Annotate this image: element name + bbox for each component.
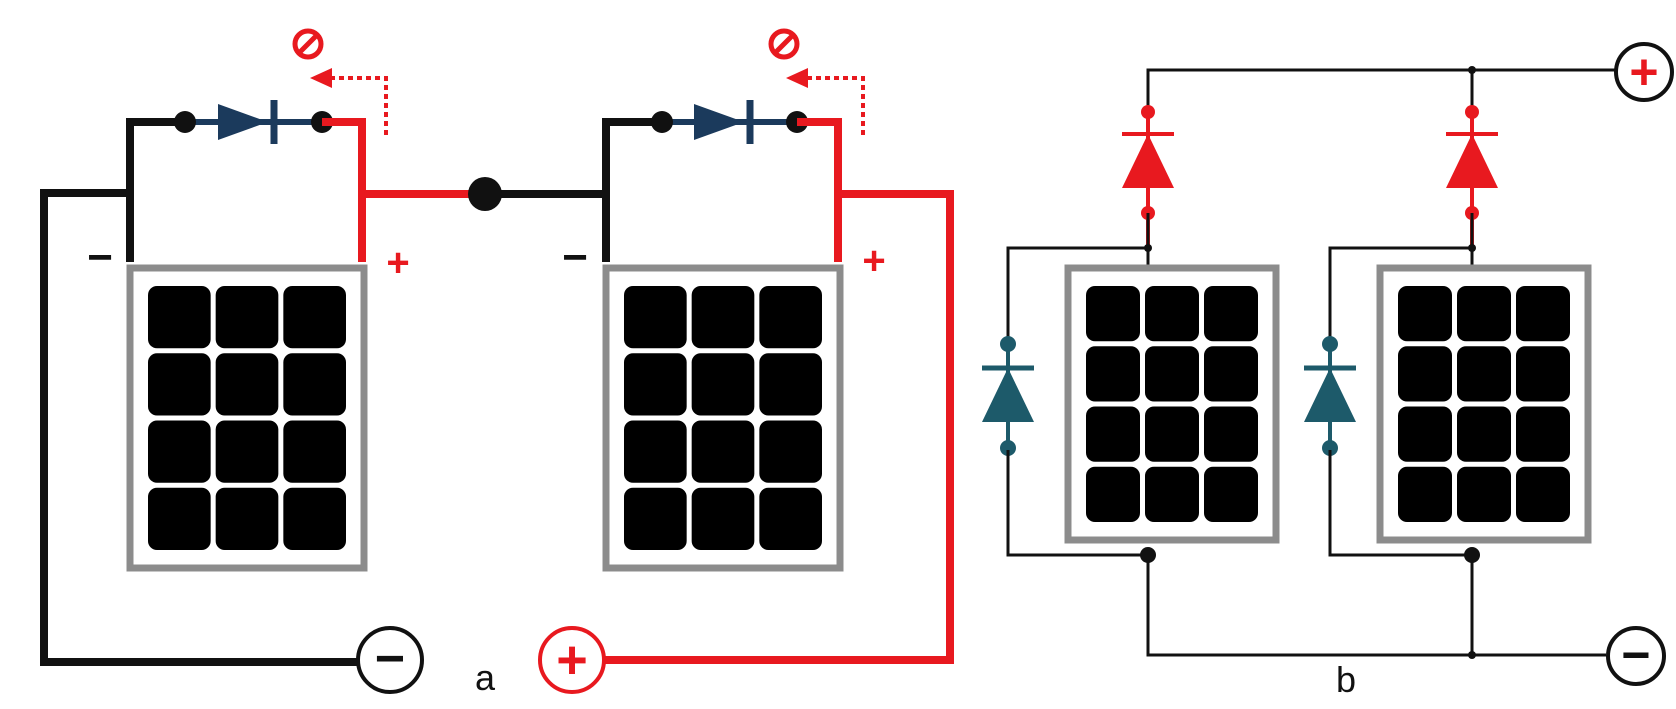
module1-plus-label: + [386,241,409,285]
string2-bypass-diode-icon [1304,336,1356,456]
pv-cell [691,420,755,483]
panel-a: − + − + [40,28,954,698]
pv-cell [215,487,279,550]
string2-bottom-node [1464,547,1480,563]
module2-plus-label: + [862,239,885,283]
pv-cell [759,420,822,483]
pv-cell [1086,346,1140,402]
module1-negative-lead [126,118,185,262]
pv-cell [215,286,279,349]
pv-cell [283,487,346,550]
solar-module-2 [602,264,844,572]
negative-return-wire [40,189,360,666]
string1-series-diode-icon [1122,105,1174,245]
solar-module-4 [1376,264,1592,544]
pv-cell [691,286,755,349]
pv-cell [1457,286,1511,342]
panel-b-label: b [1336,659,1356,700]
negative-bus-wire [1146,555,1606,657]
module2-blocking-diode-icon [694,100,754,144]
pv-cell [1398,286,1452,342]
negative-terminal-a-symbol: − [375,630,405,688]
positive-terminal-b: + [1614,42,1674,102]
pv-cell [759,353,822,416]
pv-cell [1398,346,1452,402]
pv-cell [1398,466,1452,522]
pv-cell [1086,406,1140,462]
module1-dashed-arrow-icon [310,68,388,135]
pv-cell [1516,466,1570,522]
module2-minus-label: − [562,233,588,282]
pv-cell [1145,466,1199,522]
pv-cell [148,487,211,550]
module2-positive-lead [797,118,842,262]
string1-bypass-bottom-wire [1006,450,1148,557]
pv-cell [691,487,755,550]
pv-cell [1516,346,1570,402]
panel-a-label: a [475,657,496,698]
pv-cell [283,420,346,483]
pv-cell [1145,286,1199,342]
pv-cell [1457,466,1511,522]
pv-cell [624,286,687,349]
negative-terminal-b: − [1606,626,1666,686]
pv-cell [1516,286,1570,342]
pv-cell [1204,286,1258,342]
pv-cell [1204,406,1258,462]
string2-bypass-top-wire [1328,246,1472,340]
positive-terminal-b-symbol: + [1629,44,1658,100]
module2-diode-node-left [651,111,673,133]
positive-output-wire [600,190,954,664]
string1-bypass-top-wire [1006,246,1148,340]
pv-cell [1204,346,1258,402]
module2-no-entry-icon [768,28,800,60]
string2-bypass-bottom-wire [1328,450,1472,557]
pv-cell [148,353,211,416]
positive-terminal-a: + [538,626,606,694]
string1-bypass-diode-icon [982,336,1034,456]
module1-diode-node-left [174,111,196,133]
pv-cell [283,353,346,416]
pv-cell [1204,466,1258,522]
pv-cell [691,353,755,416]
solar-module-1 [126,264,368,572]
pv-cell [1145,406,1199,462]
module1-no-entry-icon [292,28,324,60]
module1-positive-lead [322,118,366,262]
pv-cell [1516,406,1570,462]
pv-cell [624,353,687,416]
pv-cell [759,487,822,550]
pv-cell [1457,406,1511,462]
pv-cell [215,353,279,416]
positive-terminal-a-symbol: + [556,630,588,690]
pv-cell [283,286,346,349]
pv-cell [759,286,822,349]
string1-bottom-node [1140,547,1156,563]
pv-cell [1457,346,1511,402]
pv-cell [215,420,279,483]
panel-b: + − b [982,42,1674,700]
solar-module-3 [1064,264,1280,544]
negative-bus-node [1468,651,1476,659]
negative-terminal-b-symbol: − [1621,627,1650,683]
pv-cell [1398,406,1452,462]
pv-cell [1145,346,1199,402]
pv-cell [148,420,211,483]
module2-dashed-arrow-icon [786,68,865,135]
module1-minus-label: − [87,233,113,282]
positive-bus-wire [1146,68,1640,112]
positive-bus-node [1468,66,1476,74]
pv-cell [1086,466,1140,522]
module1-blocking-diode-icon [218,100,278,144]
pv-cell [148,286,211,349]
pv-cell [1086,286,1140,342]
negative-terminal-a: − [356,626,424,694]
module2-negative-lead [602,118,662,262]
series-junction-node [468,177,502,211]
pv-cell [624,487,687,550]
pv-cell [624,420,687,483]
